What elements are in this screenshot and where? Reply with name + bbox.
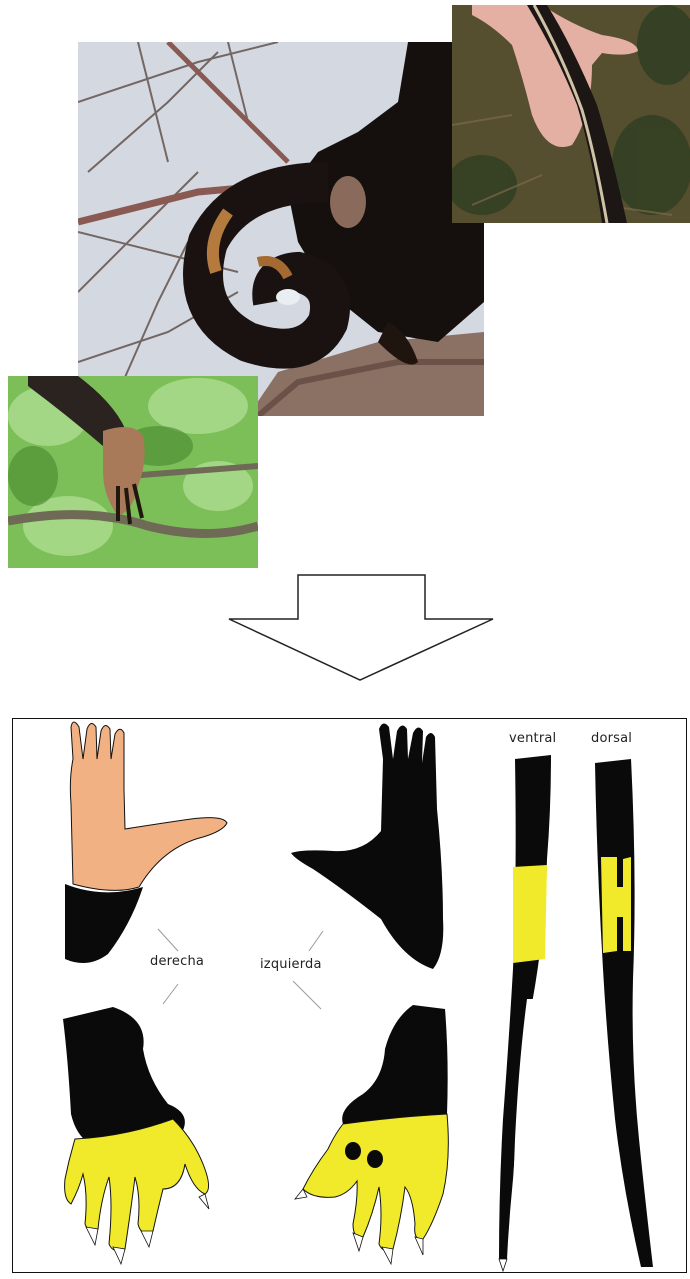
- label-left: izquierda: [260, 957, 322, 972]
- left-forepaw-dorsal: [291, 723, 443, 969]
- pad-spot: [367, 1150, 383, 1168]
- right-forepaw-palm: [70, 722, 227, 890]
- claw: [141, 1231, 153, 1247]
- photo-paw-on-branch: [8, 376, 258, 568]
- right-hindpaw: [63, 1007, 209, 1264]
- tail-ventral-band: [513, 865, 547, 963]
- tail-ventral: [499, 755, 551, 1271]
- left-hindpaw-toes: [303, 1114, 448, 1251]
- right-forepaw-palmar: [65, 722, 227, 963]
- label-ventral: ventral: [509, 731, 556, 746]
- photo-hand-holding-tail: [452, 5, 690, 223]
- photo-animal-in-tree: [78, 42, 484, 416]
- coloration-diagram-panel: derecha izquierda ventral dorsal: [12, 718, 687, 1273]
- left-forepaw-back: [291, 723, 443, 969]
- right-forepaw-palm-fur: [65, 884, 143, 963]
- left-hindpaw: [295, 1005, 448, 1264]
- label-right: derecha: [150, 954, 204, 969]
- tail-dorsal-marking: [601, 857, 631, 953]
- claw: [199, 1194, 209, 1209]
- claw: [499, 1259, 507, 1271]
- claw: [113, 1247, 125, 1264]
- claw: [382, 1247, 393, 1264]
- tail-ventral-body: [499, 755, 551, 1259]
- claw: [86, 1227, 98, 1245]
- down-arrow: [225, 572, 497, 684]
- claw: [415, 1237, 423, 1255]
- left-hindpaw-fur: [342, 1005, 448, 1124]
- pad-spot: [345, 1142, 361, 1160]
- tail-dorsal-body: [595, 759, 653, 1267]
- tail-dorsal: [595, 759, 653, 1267]
- right-hindpaw-toes: [65, 1119, 209, 1251]
- label-dorsal: dorsal: [591, 731, 632, 746]
